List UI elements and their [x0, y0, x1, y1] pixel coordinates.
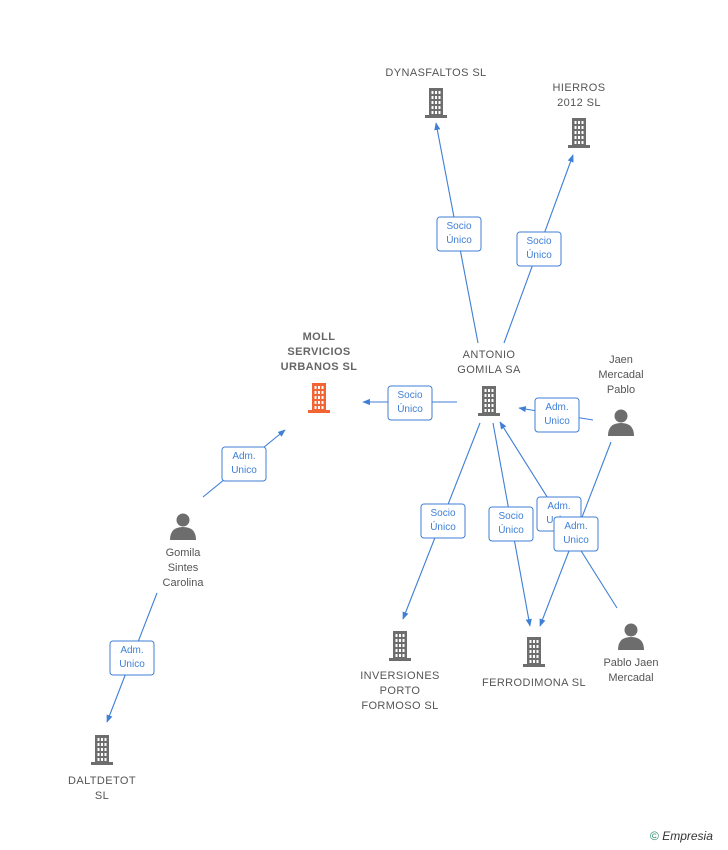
- edge-label-line: Unico: [563, 535, 589, 546]
- edge-label-line: Único: [430, 520, 456, 533]
- node-label: SERVICIOS: [287, 346, 350, 358]
- node-label: 2012 SL: [557, 97, 601, 109]
- edge-label-line: Adm.: [564, 521, 587, 532]
- edge-label-box: [488, 506, 534, 542]
- edge-label-box: [387, 385, 433, 421]
- edge-label-line: Único: [498, 523, 524, 536]
- person-icon: [608, 409, 634, 436]
- node-label: Pablo: [607, 384, 635, 396]
- node-label: FORMOSO SL: [361, 700, 438, 712]
- node-label: GOMILA SA: [457, 364, 521, 376]
- node-label: DALTDETOT: [68, 775, 136, 787]
- person-icon: [618, 623, 644, 650]
- node-daltdetot[interactable]: DALTDETOT SL: [68, 735, 136, 802]
- edge-label-box: [109, 640, 155, 676]
- node-label: Carolina: [163, 577, 205, 589]
- building-icon: [568, 118, 590, 148]
- node-moll[interactable]: MOLL SERVICIOS URBANOS SL: [281, 331, 358, 413]
- edge-label-line: Adm.: [232, 451, 255, 462]
- node-label: SL: [95, 790, 109, 802]
- node-label: Mercadal: [608, 672, 653, 684]
- edge-label-box: [516, 231, 562, 267]
- node-label: Sintes: [168, 562, 199, 574]
- edge-gomila-to-daltdetot: Adm. Unico: [106, 592, 158, 723]
- edge-label-line: Unico: [119, 659, 145, 670]
- watermark-text: Empresia: [662, 829, 713, 843]
- edge-label-box: [221, 446, 267, 482]
- node-hierros[interactable]: HIERROS 2012 SL: [553, 82, 606, 148]
- edge-jaen_mp-to-antonio: Adm. Unico: [518, 397, 594, 433]
- edge-gomila-to-moll: Adm. Unico: [202, 429, 286, 498]
- edge-jaen_mp-to-ferrodimona: Adm. Unico: [539, 441, 612, 627]
- edge-label-line: Socio: [498, 511, 523, 522]
- node-label: Mercadal: [598, 369, 643, 381]
- node-label: FERRODIMONA SL: [482, 677, 586, 689]
- copyright-symbol: ©: [650, 829, 659, 843]
- node-label: Jaen: [609, 354, 633, 366]
- node-label: Gomila: [166, 547, 202, 559]
- edge-label-line: Adm.: [545, 402, 568, 413]
- edge-label-line: Único: [397, 402, 423, 415]
- building-icon: [523, 637, 545, 667]
- node-label: PORTO: [380, 685, 421, 697]
- nodes-layer: DYNASFALTOS SL HIERROS 2012 SL MOLL SERVICIO…: [68, 67, 659, 802]
- node-dynasfaltos[interactable]: DYNASFALTOS SL: [385, 67, 486, 118]
- node-ferrodimona[interactable]: FERRODIMONA SL: [482, 637, 586, 689]
- node-label: Pablo Jaen: [603, 657, 658, 669]
- edge-label-line: Adm.: [120, 645, 143, 656]
- edge-label-line: Unico: [544, 416, 570, 427]
- node-inversiones[interactable]: INVERSIONES PORTO FORMOSO SL: [360, 631, 440, 712]
- edge-label-line: Unico: [231, 465, 257, 476]
- edge-label-box: [436, 216, 482, 252]
- edge-label-line: Socio: [446, 221, 471, 232]
- building-icon: [478, 386, 500, 416]
- edge-label-line: Único: [526, 248, 552, 261]
- edge-label-line: Socio: [397, 390, 422, 401]
- building-icon: [91, 735, 113, 765]
- node-label: ANTONIO: [463, 349, 516, 361]
- edge-label-line: Adm.: [547, 501, 570, 512]
- node-label: MOLL: [303, 331, 336, 343]
- building-icon: [425, 88, 447, 118]
- edge-label-line: Socio: [430, 508, 455, 519]
- edge-label-box: [420, 503, 466, 539]
- person-icon: [170, 513, 196, 540]
- node-label: URBANOS SL: [281, 361, 358, 373]
- building-icon: [389, 631, 411, 661]
- node-label: DYNASFALTOS SL: [385, 67, 486, 79]
- edge-label-box: [553, 516, 599, 552]
- node-antonio[interactable]: ANTONIO GOMILA SA: [457, 349, 521, 416]
- edge-label-line: Único: [446, 233, 472, 246]
- building-icon: [308, 383, 330, 413]
- watermark: © Empresia: [650, 829, 713, 843]
- edge-label-line: Socio: [526, 236, 551, 247]
- edge-label-box: [534, 397, 580, 433]
- node-label: INVERSIONES: [360, 670, 440, 682]
- node-label: HIERROS: [553, 82, 606, 94]
